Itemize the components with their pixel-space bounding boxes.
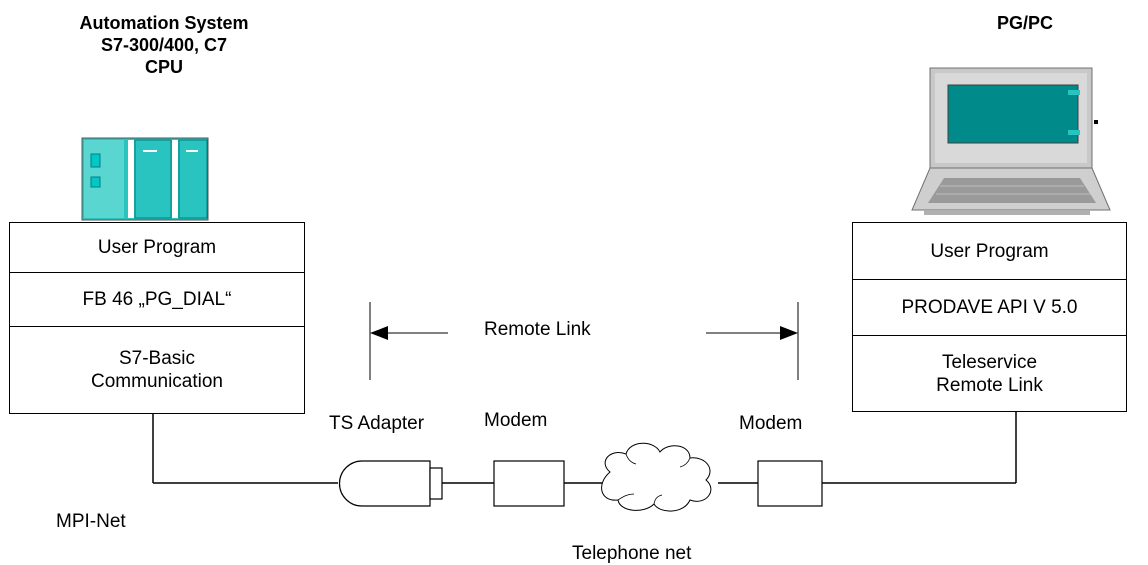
right-teleservice-line-1: Teleservice bbox=[941, 351, 1038, 373]
left-user-program-label: User Program bbox=[97, 237, 217, 258]
remote-link-label: Remote Link bbox=[484, 319, 591, 340]
telephone-net-label: Telephone net bbox=[572, 543, 692, 564]
network-lines bbox=[152, 411, 1017, 484]
mpi-net-label: MPI-Net bbox=[56, 511, 126, 532]
left-title-line-3: CPU bbox=[144, 57, 183, 77]
left-user-program: User Program bbox=[10, 223, 304, 273]
left-title-line-1: Automation System bbox=[79, 13, 249, 33]
left-title-line-2: S7-300/400, C7 bbox=[100, 35, 228, 55]
plc-icon bbox=[81, 137, 209, 221]
right-prodave: PRODAVE API V 5.0 bbox=[853, 280, 1126, 336]
left-basic-comm-line-2: Communication bbox=[91, 371, 223, 392]
modem-left-box bbox=[493, 460, 565, 507]
right-title: PG/PC bbox=[960, 12, 1090, 34]
modem-right-box bbox=[757, 460, 823, 507]
right-teleservice: Teleservice Remote Link bbox=[853, 336, 1126, 411]
ts-adapter-label: TS Adapter bbox=[329, 413, 425, 434]
left-fb46-label: FB 46 „PG_DIAL“ bbox=[82, 289, 232, 310]
left-fb46: FB 46 „PG_DIAL“ bbox=[10, 273, 304, 327]
right-user-program-label: User Program bbox=[930, 240, 1049, 262]
right-stack: User Program PRODAVE API V 5.0 Teleservi… bbox=[852, 222, 1127, 412]
right-prodave-label: PRODAVE API V 5.0 bbox=[901, 297, 1078, 318]
left-basic-comm-line-1: S7-Basic bbox=[118, 348, 196, 369]
right-teleservice-line-2: Remote Link bbox=[936, 374, 1043, 396]
remote-link-arrow bbox=[369, 302, 799, 380]
ts-adapter-icon bbox=[338, 460, 443, 507]
modem-right-label: Modem bbox=[739, 413, 803, 434]
left-basic-comm: S7-Basic Communication bbox=[10, 327, 304, 413]
right-title-line-1: PG/PC bbox=[996, 13, 1053, 33]
right-user-program: User Program bbox=[853, 223, 1126, 280]
telephone-cloud-icon bbox=[601, 442, 712, 512]
left-stack: User Program FB 46 „PG_DIAL“ S7-Basic Co… bbox=[9, 222, 305, 414]
modem-left-label: Modem bbox=[484, 410, 548, 431]
left-title: Automation System S7-300/400, C7 CPU bbox=[40, 12, 288, 78]
pc-icon bbox=[911, 67, 1111, 215]
